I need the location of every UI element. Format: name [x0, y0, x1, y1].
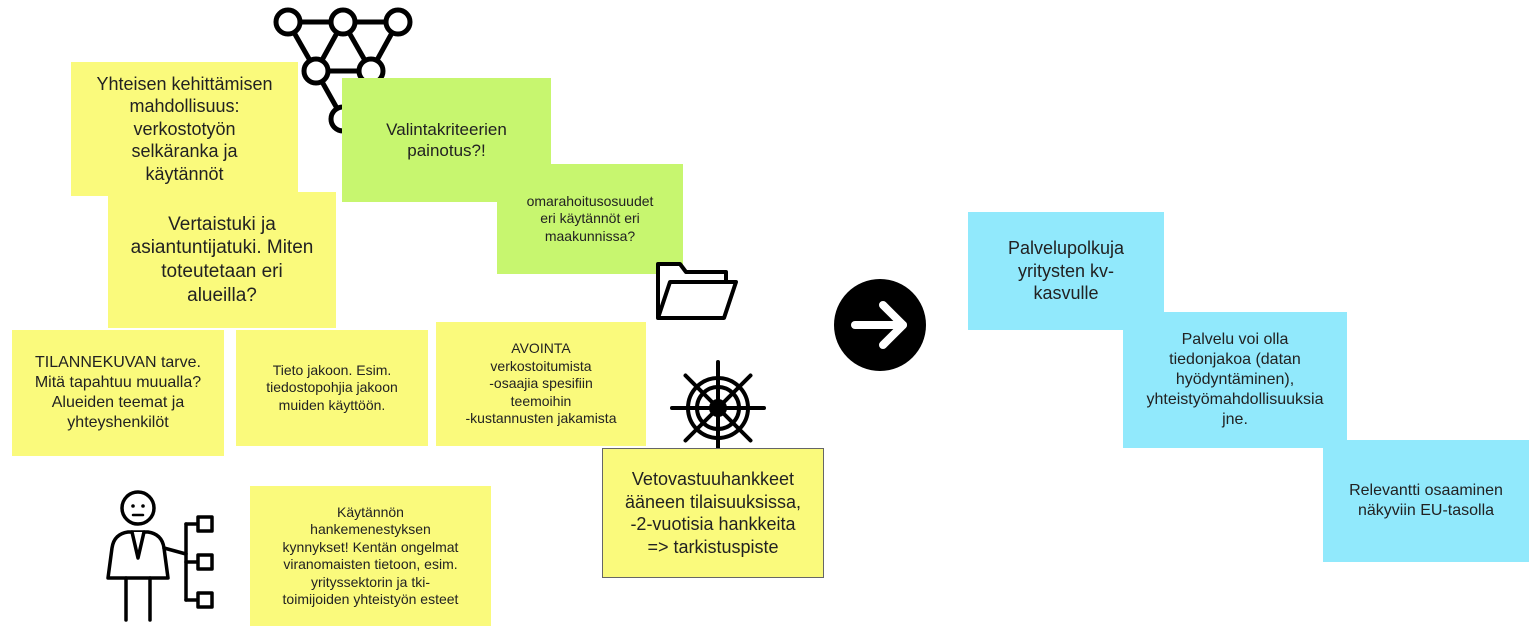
note-palvelupolkuja: Palvelupolkuja yritysten kv- kasvulle: [968, 212, 1164, 330]
note-relevantti-osaaminen: Relevantti osaaminen näkyviin EU-tasolla: [1323, 440, 1529, 562]
folder-icon: [652, 258, 740, 324]
note-tieto-jakoon: Tieto jakoon. Esim. tiedostopohjia jakoo…: [236, 330, 428, 446]
arrow-right-icon: [833, 278, 927, 372]
ship-wheel-icon: [668, 358, 768, 458]
note-vetovastuuhankkeet: Vetovastuuhankkeet ääneen tilaisuuksissa…: [602, 448, 824, 578]
note-avointa: AVOINTA verkostoitumista -osaajia spesif…: [436, 322, 646, 446]
person-hierarchy-icon: [96, 488, 226, 624]
note-omarahoitusosuudet: omarahoitusosuudet eri käytännöt eri maa…: [497, 164, 683, 274]
note-palvelu-voi-olla: Palvelu voi olla tiedonjakoa (datan hyöd…: [1123, 312, 1347, 448]
note-tilannekuva: TILANNEKUVAN tarve. Mitä tapahtuu muuall…: [12, 330, 224, 456]
note-yhteisen-kehittamisen: Yhteisen kehittämisen mahdollisuus: verk…: [71, 62, 298, 196]
note-vertaistuki: Vertaistuki ja asiantuntijatuki. Miten t…: [108, 192, 336, 328]
note-kaytannon: Käytännön hankemenestyksen kynnykset! Ke…: [250, 486, 491, 626]
